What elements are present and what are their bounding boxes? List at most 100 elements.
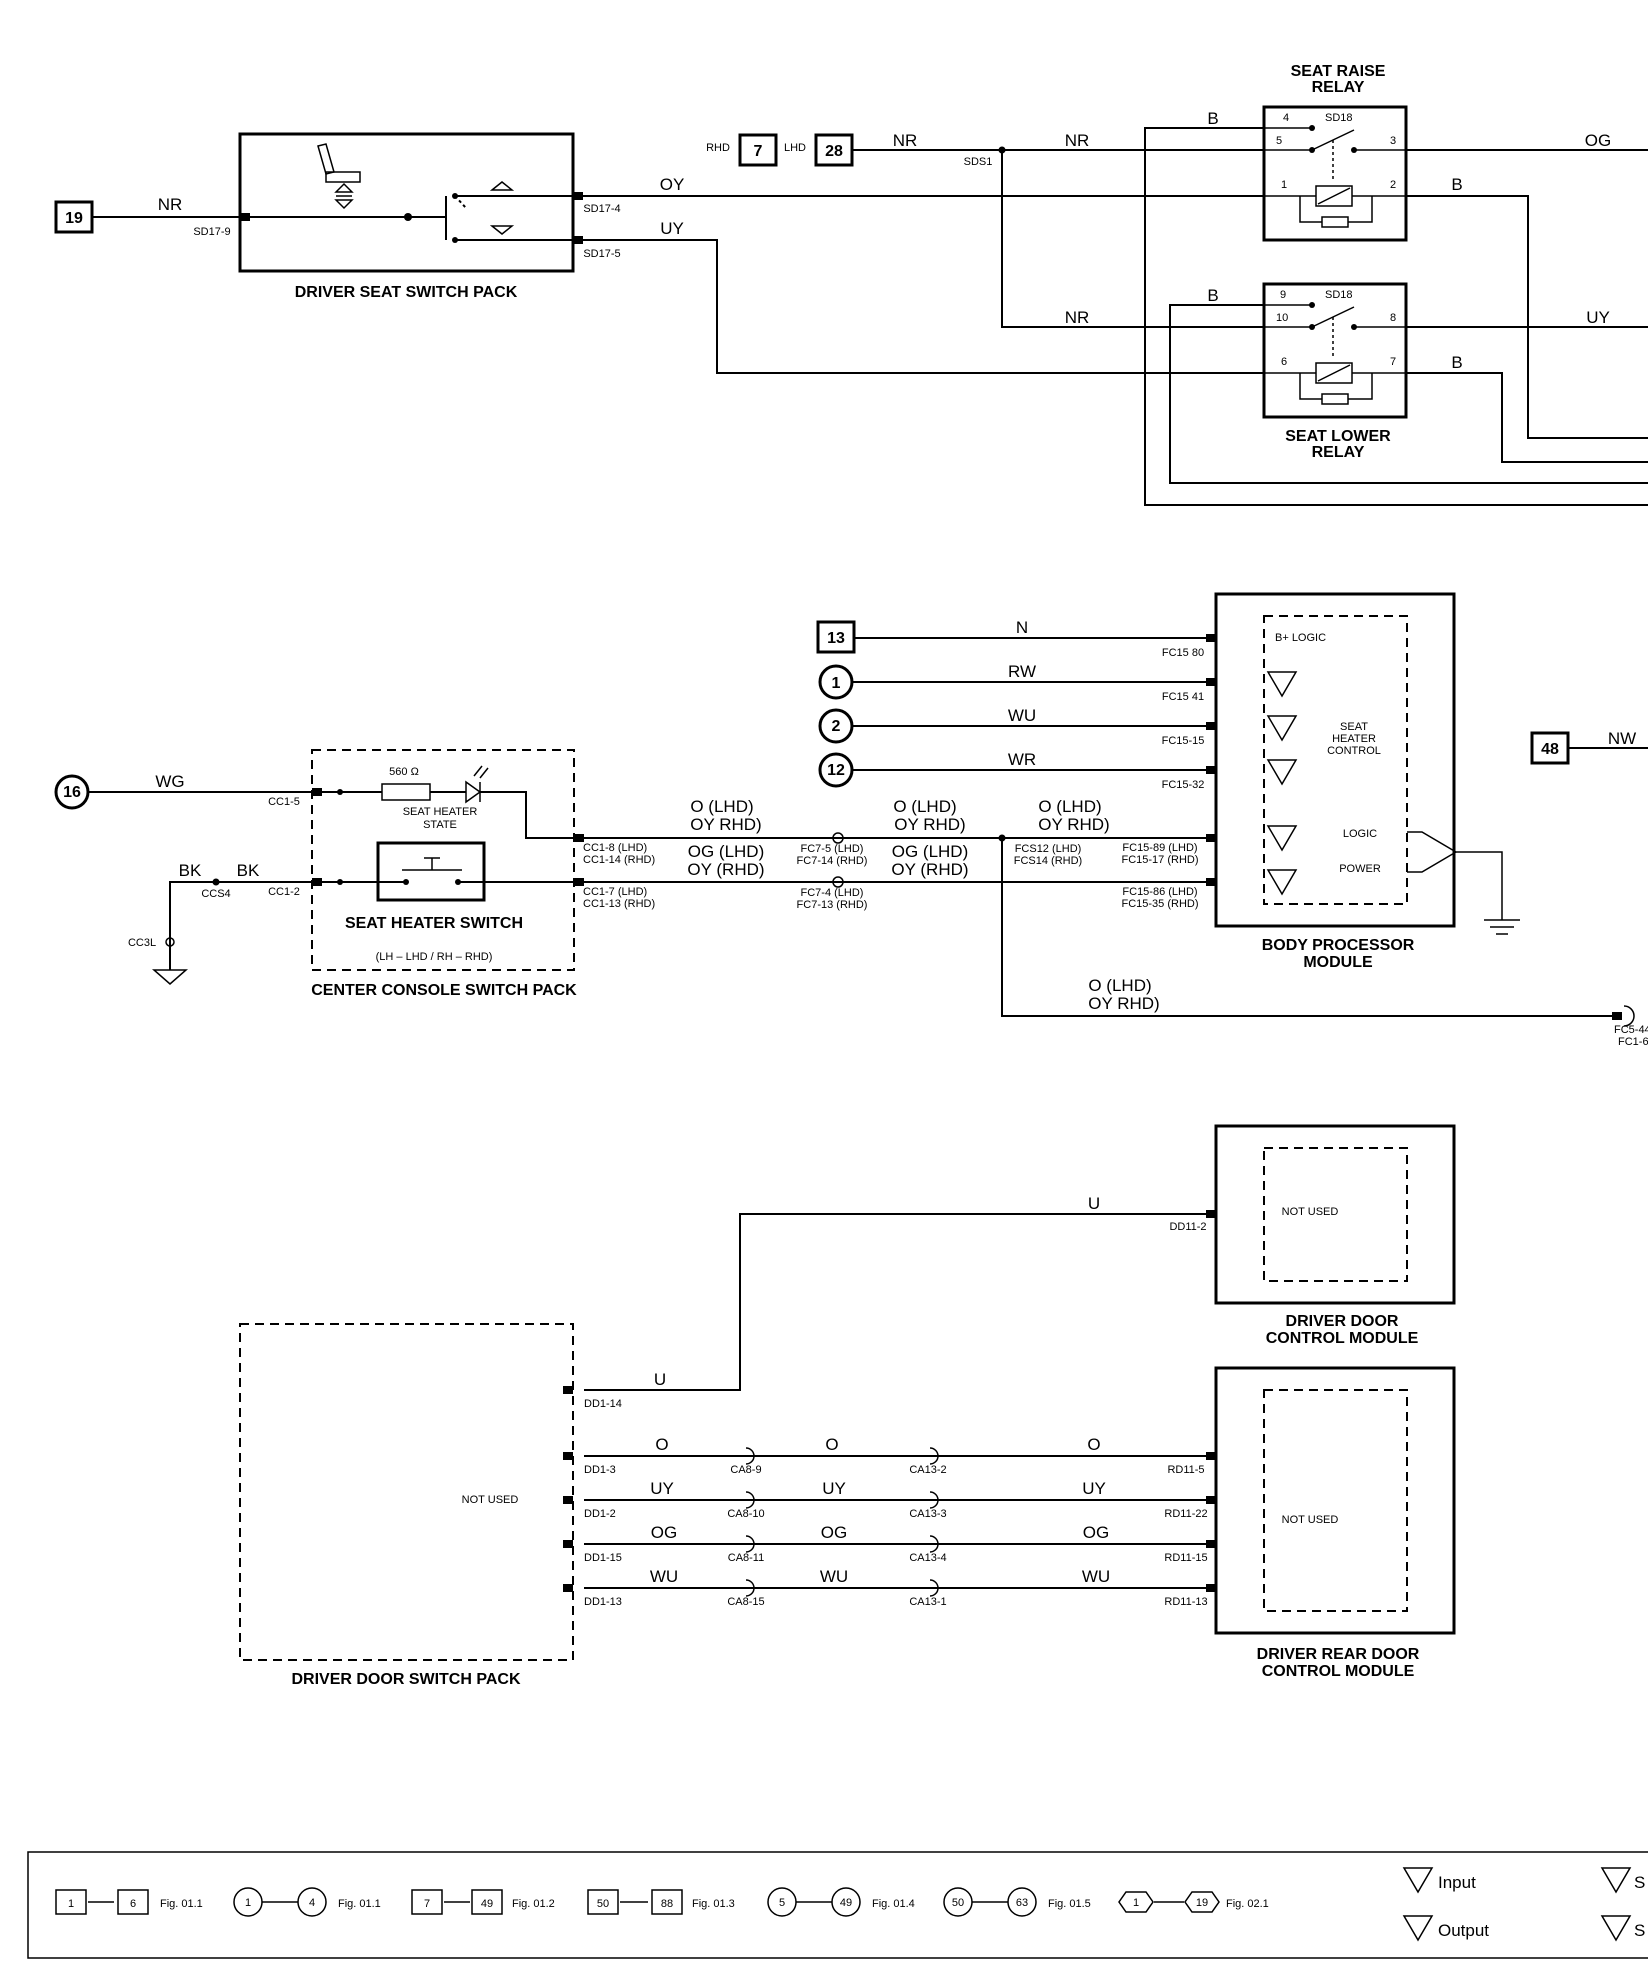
driver-door-control-module: NOT USED DRIVER DOOR CONTROL MODULE: [1206, 1124, 1456, 1347]
legend-output-label: Output: [1438, 1921, 1489, 1940]
seat-lower-relay: SEAT LOWER RELAY 9 SD18 10 8 6 7: [1262, 282, 1408, 461]
wire-wr: WR: [1008, 750, 1036, 769]
ground-cc3l: CC3L: [128, 937, 156, 949]
ref-box-7: [738, 133, 778, 167]
wire-oy: OY: [660, 175, 685, 194]
relay1-sd18: SD18: [1325, 112, 1353, 124]
pin-fc7-5: FC7-5 (LHD): [801, 843, 864, 855]
pin-ca13-4: CA13-4: [909, 1552, 946, 1564]
wire-o-1: O: [655, 1435, 668, 1454]
relay2-pin7: 7: [1390, 356, 1396, 368]
wire-o-lhd-2: O (LHD): [893, 797, 956, 816]
legend-from-7: 1: [1133, 1897, 1139, 1909]
driver-seat-switch-pack-title: DRIVER SEAT SWITCH PACK: [295, 284, 518, 301]
relay2-pin6: 6: [1281, 356, 1287, 368]
legend-supply-minus-label: S: [1634, 1921, 1645, 1940]
ground-icon: [152, 969, 188, 985]
relay1-pin5: 5: [1276, 135, 1282, 147]
legend-to-1: 6: [130, 1898, 136, 1910]
pin-dd1-2: DD1-2: [584, 1508, 616, 1520]
ref-2-label: 2: [832, 718, 841, 735]
pin-ca8-9: CA8-9: [730, 1464, 761, 1476]
wire-uy-2: UY: [822, 1479, 846, 1498]
legend-from-3: 7: [424, 1898, 430, 1910]
ddsp-not-used: NOT USED: [462, 1494, 519, 1506]
wire-uy: UY: [660, 219, 684, 238]
relay2-sd18: SD18: [1325, 289, 1353, 301]
ref-7-label: 7: [754, 143, 763, 160]
legend-output-icon: [1402, 1915, 1434, 1942]
legend-to-6: 63: [1016, 1897, 1028, 1909]
legend-to-7: 19: [1196, 1897, 1208, 1909]
bpm-seat-heater-3: CONTROL: [1327, 745, 1381, 757]
pin-dd1-15: DD1-15: [584, 1552, 622, 1564]
splice-fcs14: FCS14 (RHD): [1014, 855, 1082, 867]
pin-ca8-10: CA8-10: [727, 1508, 764, 1520]
wire-o-lhd-3: O (LHD): [1038, 797, 1101, 816]
wire-b-relay1-out: B: [1451, 175, 1462, 194]
ref-19-label: 19: [65, 210, 83, 227]
pin-ca13-1: CA13-1: [909, 1596, 946, 1608]
seat-heater-state-2: STATE: [423, 819, 457, 831]
pin-dd1-14: DD1-14: [584, 1398, 622, 1410]
seat-raise-relay-title-2: RELAY: [1312, 79, 1365, 96]
wire-uy-1: UY: [650, 1479, 674, 1498]
pin-rd11-13: RD11-13: [1164, 1596, 1207, 1608]
legend-supply-plus-icon: [1600, 1867, 1632, 1894]
ddsp-title: DRIVER DOOR SWITCH PACK: [291, 1671, 520, 1688]
wire-wu-1: WU: [650, 1567, 678, 1586]
wire-b-relay1-in: B: [1207, 109, 1218, 128]
splice-fcs12: FCS12 (LHD): [1015, 843, 1082, 855]
legend-input-icon: [1402, 1867, 1434, 1894]
driver-rear-door-control-module: NOT USED DRIVER REAR DOOR CONTROL MODULE: [1206, 1366, 1456, 1680]
driver-seat-switch-pack: DRIVER SEAT SWITCH PACK: [238, 132, 575, 301]
drdcm-title-1: DRIVER REAR DOOR: [1257, 1646, 1420, 1663]
wire-b-relay2-out: B: [1451, 353, 1462, 372]
bpm-seat-heater-2: HEATER: [1332, 733, 1376, 745]
pin-fc15-80: FC15 80: [1162, 647, 1204, 659]
legend-supply-plus-label: S: [1634, 1873, 1645, 1892]
pin-cc1-13: CC1-13 (RHD): [583, 898, 655, 910]
pin-fc7-14: FC7-14 (RHD): [797, 855, 868, 867]
door-wires: [584, 1447, 1216, 1597]
legend-from-2: 1: [245, 1897, 251, 1909]
pin-fc15-15: FC15-15: [1162, 735, 1205, 747]
input-triangle-icon: [1266, 671, 1298, 698]
wire-nr-relay1: NR: [1065, 131, 1090, 150]
ref-28-label: 28: [825, 143, 843, 160]
ref-16-label: 16: [63, 784, 81, 801]
drdcm-title-2: CONTROL MODULE: [1262, 1663, 1415, 1680]
wire-n: N: [1016, 618, 1028, 637]
legend-fig-2: Fig. 01.1: [338, 1898, 381, 1910]
wire-oy-rhd-4: OY RHD): [1088, 994, 1159, 1013]
pin-cc1-8: CC1-8 (LHD): [583, 842, 647, 854]
legend-fig-6: Fig. 01.5: [1048, 1898, 1091, 1910]
center-console-title: CENTER CONSOLE SWITCH PACK: [311, 982, 577, 999]
splice-sds1: SDS1: [964, 156, 993, 168]
ref-48-label: 48: [1541, 741, 1559, 758]
relay2-pin9: 9: [1280, 289, 1286, 301]
rhd-label: RHD: [706, 142, 730, 154]
wire-og-2: OG: [821, 1523, 847, 1542]
wire-og-out: OG: [1585, 131, 1611, 150]
wire-b-relay2-in: B: [1207, 286, 1218, 305]
center-console-switch-pack: CENTER CONSOLE SWITCH PACK SEAT HEATER S…: [311, 749, 577, 999]
wire-wu-3: WU: [1082, 1567, 1110, 1586]
legend-fig-3: Fig. 01.2: [512, 1898, 555, 1910]
legend-fig-7: Fig. 02.1: [1226, 1898, 1269, 1910]
ddcm-title-1: DRIVER DOOR: [1286, 1313, 1399, 1330]
relay1-pin3: 3: [1390, 135, 1396, 147]
legend-from-5: 5: [779, 1897, 785, 1909]
pin-rd11-15: RD11-15: [1164, 1552, 1207, 1564]
pin-fc1-6: FC1-6 (RH: [1618, 1036, 1648, 1048]
wire-nr-28: NR: [893, 131, 918, 150]
seat-raise-relay-title-1: SEAT RAISE: [1291, 63, 1386, 80]
legend-to-5: 49: [840, 1897, 852, 1909]
relay1-pin1: 1: [1281, 179, 1287, 191]
pin-cc1-7: CC1-7 (LHD): [583, 886, 647, 898]
wire-bk-2: BK: [237, 861, 260, 880]
pin-ca8-15: CA8-15: [727, 1596, 764, 1608]
wire-oy-rhd2-1: OY (RHD): [687, 860, 764, 879]
legend-from-4: 50: [597, 1898, 609, 1910]
